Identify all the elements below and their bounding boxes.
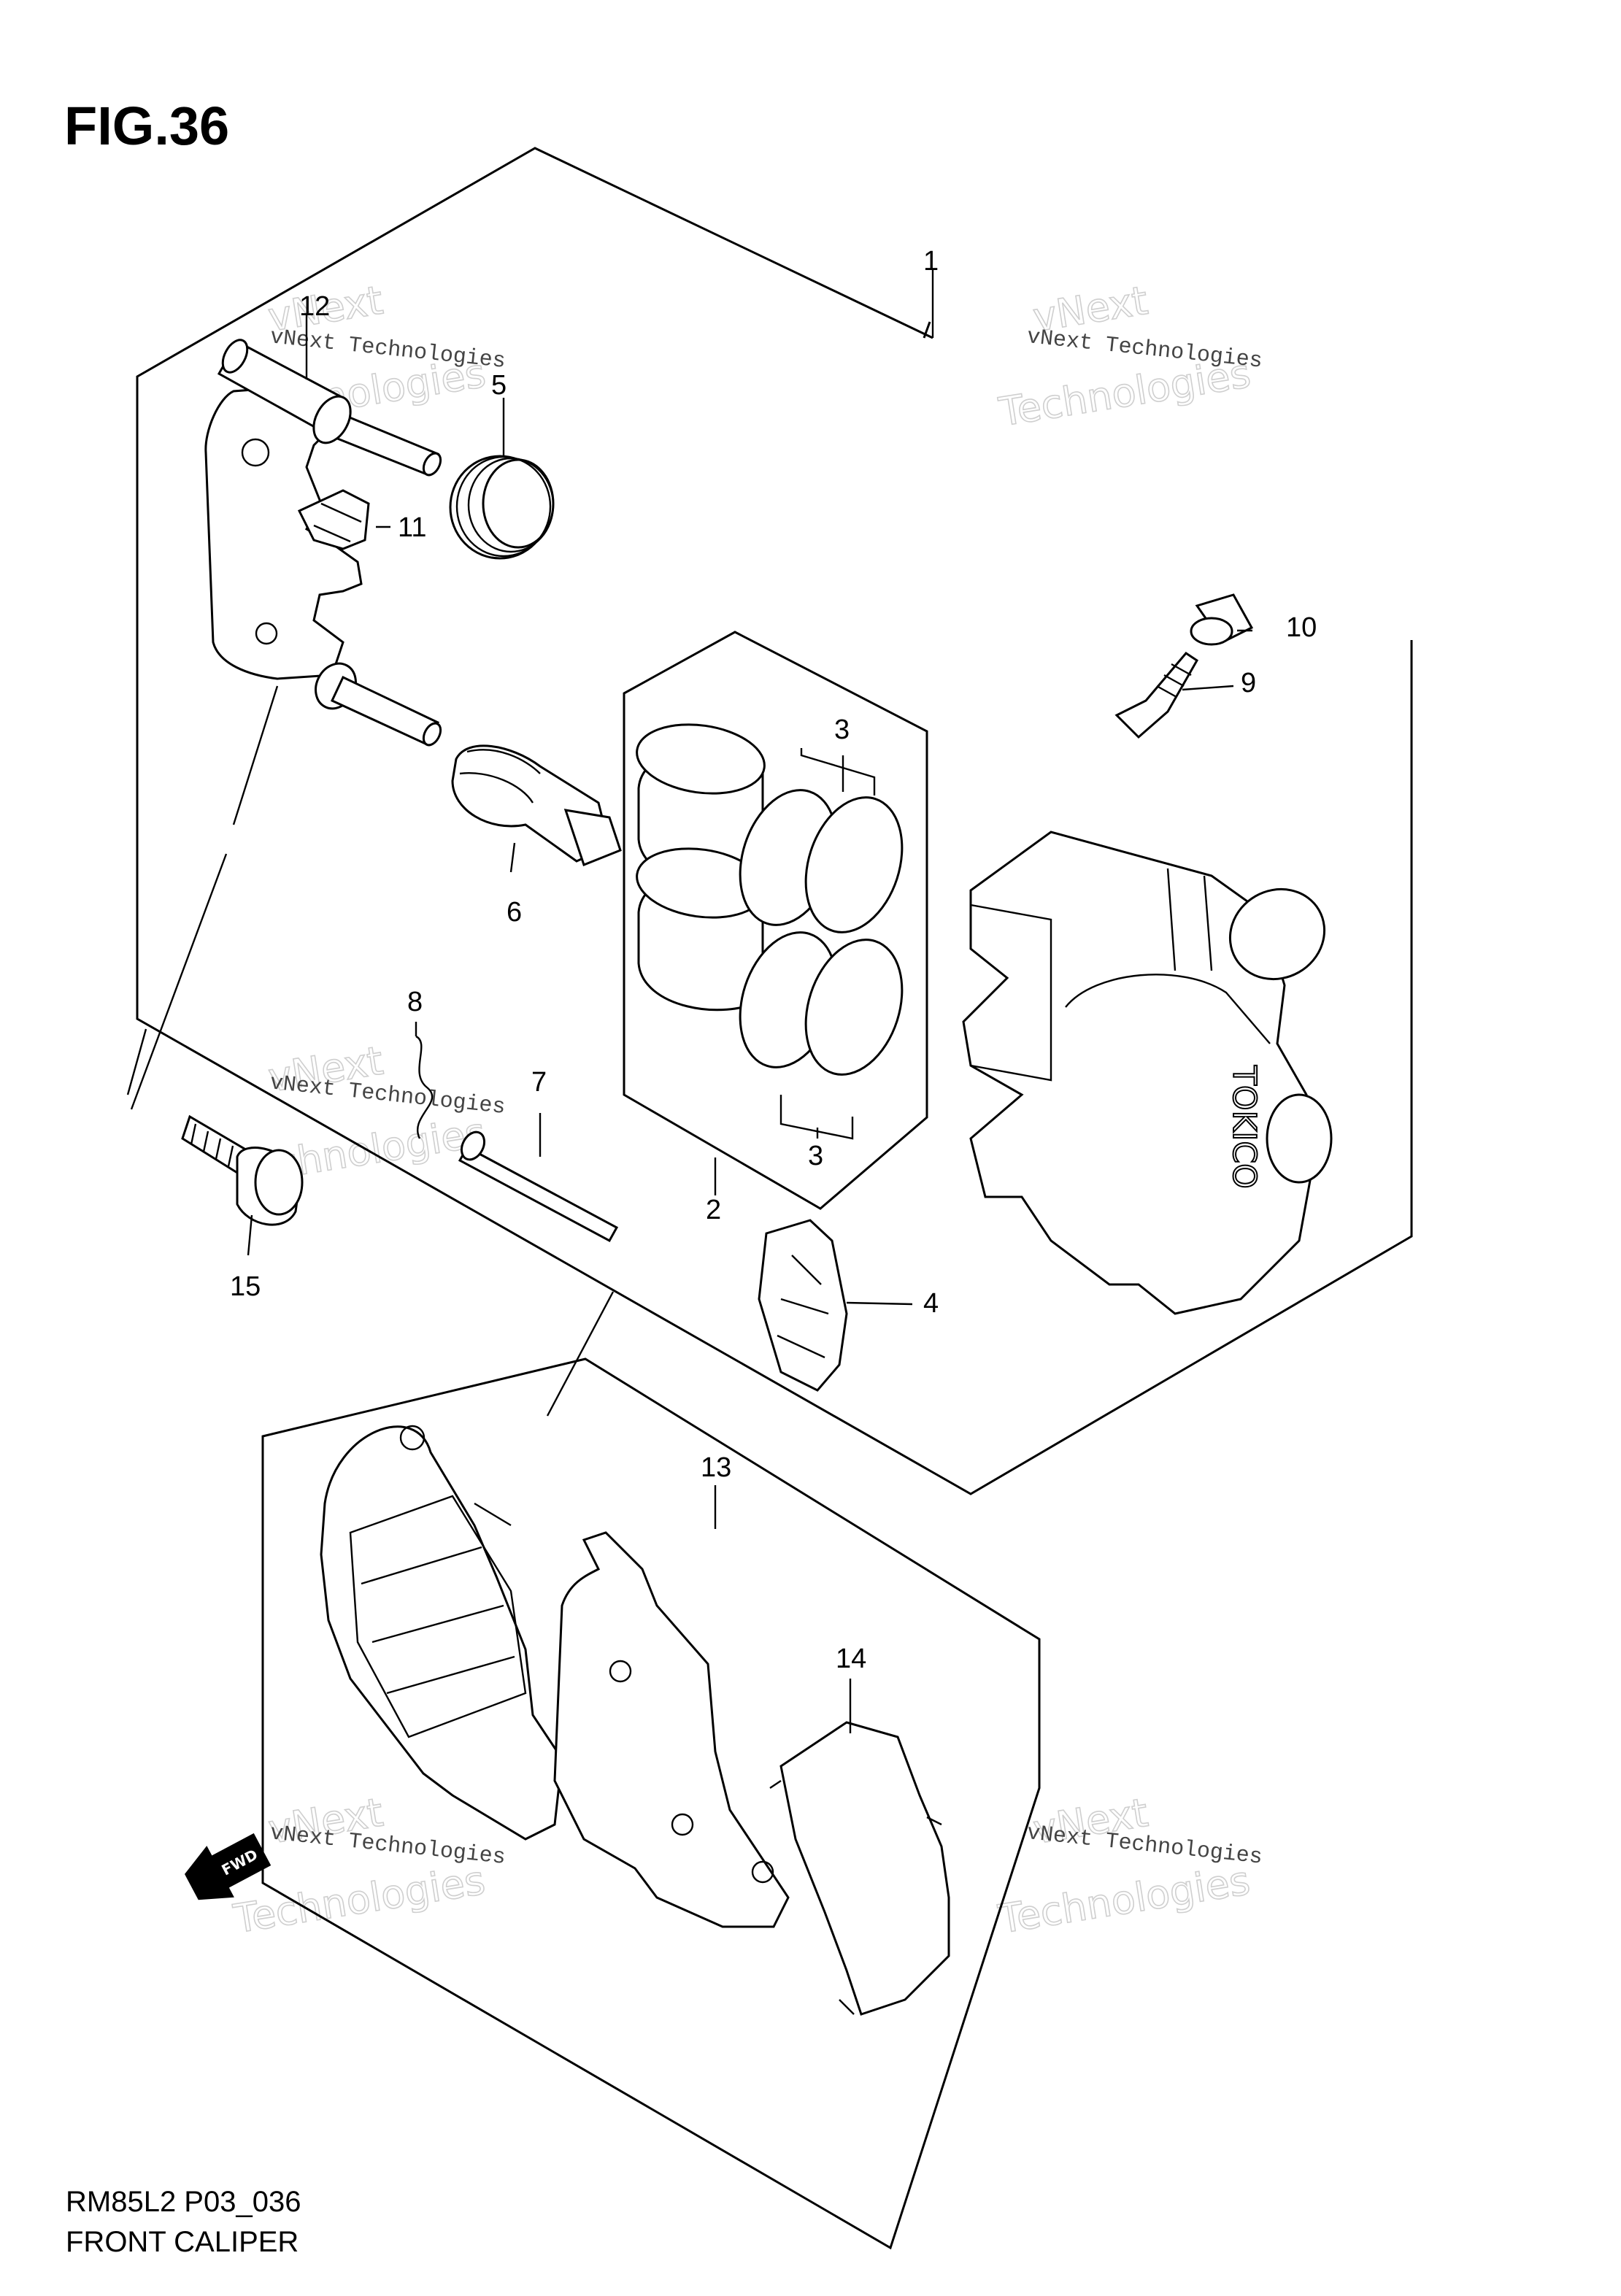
svg-text:vNext Technologies: vNext Technologies xyxy=(269,1071,507,1120)
pad-pin-clip xyxy=(415,1035,434,1139)
piston-seals xyxy=(739,789,904,1076)
mounting-bolt xyxy=(181,1114,304,1226)
pad-pin xyxy=(458,1130,619,1243)
callout-11: 11 xyxy=(398,512,426,543)
callout-1: 1 xyxy=(923,246,939,277)
upper-boot xyxy=(449,455,555,560)
svg-text:Technologies: Technologies xyxy=(230,1857,488,1943)
figure-code: RM85L2 P03_036 xyxy=(66,2186,301,2218)
brake-pad-middle xyxy=(553,1531,790,1928)
fwd-arrow-icon: FWD xyxy=(184,1833,272,1900)
callout-9: 9 xyxy=(1241,668,1256,698)
seal-bracket-upper xyxy=(800,748,876,795)
lower-slide-pin xyxy=(315,662,442,747)
watermark-bottom-right: vNext Technologies vNext Technologies xyxy=(995,1789,1264,1943)
svg-text:vNext Technologies: vNext Technologies xyxy=(269,1821,507,1871)
brake-pad-left xyxy=(320,1425,563,1841)
leader-lines xyxy=(247,270,1252,1733)
bleeder-screw xyxy=(1114,652,1198,739)
connector-lines xyxy=(126,685,615,1527)
caliper-assembly-frame xyxy=(136,147,1413,1495)
callout-5: 5 xyxy=(491,370,507,401)
svg-text:Technologies: Technologies xyxy=(995,1857,1252,1943)
callout-3-upper: 3 xyxy=(834,714,850,745)
pad-spring-clip xyxy=(297,489,370,550)
callout-2: 2 xyxy=(706,1195,721,1225)
pistons xyxy=(636,723,766,1012)
callout-6: 6 xyxy=(507,897,522,928)
caliper-brand-mark: TOKICO xyxy=(1225,1065,1263,1189)
callout-12: 12 xyxy=(299,291,330,322)
callout-10: 10 xyxy=(1286,612,1317,643)
callout-3-lower: 3 xyxy=(808,1141,823,1171)
bleeder-cap xyxy=(1190,593,1254,646)
pad-spring xyxy=(758,1219,848,1392)
brake-pad-right xyxy=(769,1721,950,2016)
callout-8: 8 xyxy=(407,987,423,1017)
brake-pad-set-frame xyxy=(261,1357,1041,2250)
lower-pin-boot xyxy=(451,744,622,866)
figure-title: FIG.36 xyxy=(64,96,229,156)
upper-slide-pin xyxy=(217,339,442,477)
watermark-top-right: vNext Technologies vNext Technologies xyxy=(995,277,1263,436)
watermark-bottom-left: vNext Technologies vNext Technologies xyxy=(230,1789,507,1943)
callout-4: 4 xyxy=(923,1288,939,1319)
callout-13: 13 xyxy=(701,1452,731,1483)
figure-name: FRONT CALIPER xyxy=(66,2226,299,2258)
callout-15: 15 xyxy=(230,1271,261,1302)
callout-14: 14 xyxy=(836,1644,866,1674)
caliper-body: TOKICO xyxy=(962,831,1333,1315)
callout-7: 7 xyxy=(531,1067,547,1098)
piston-set-frame xyxy=(623,631,928,1210)
